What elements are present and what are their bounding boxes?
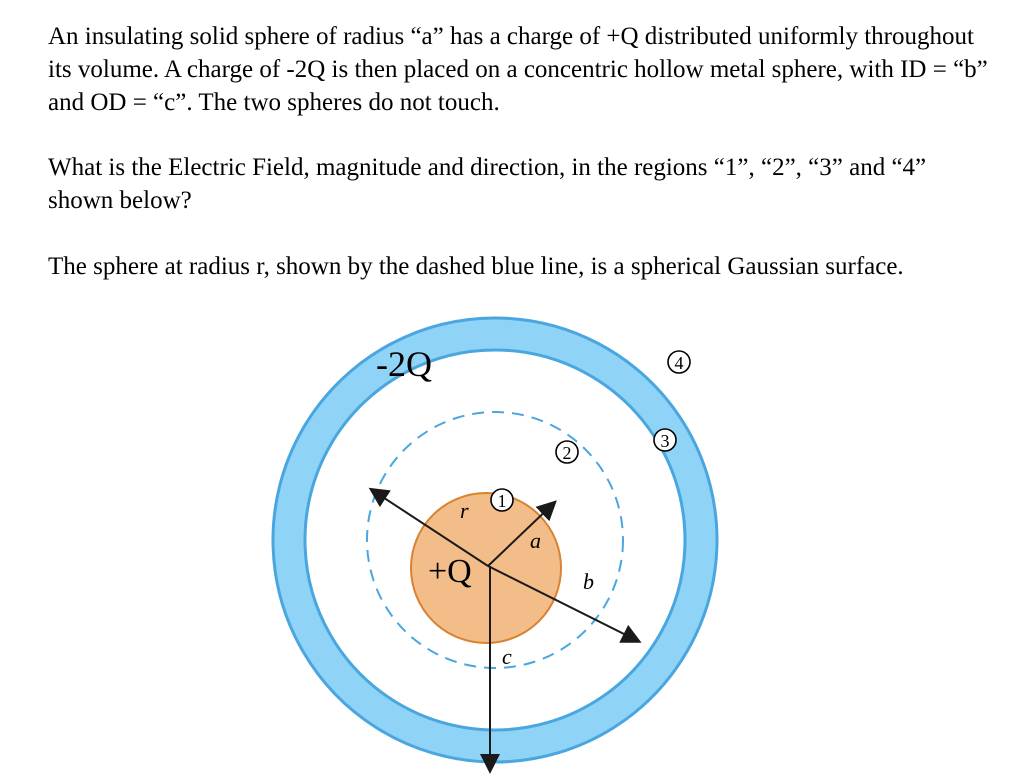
shell-charge-label: -2Q	[376, 344, 432, 384]
inner-charge-label: +Q	[428, 553, 472, 590]
region-4-marker: 4	[667, 350, 691, 374]
shell-inner-edge	[304, 349, 686, 731]
problem-paragraph-1: An insulating solid sphere of radius “a”…	[48, 23, 988, 116]
radius-r-label: r	[460, 498, 469, 523]
region-2-label: 2	[563, 443, 572, 463]
radius-b-label: b	[583, 569, 594, 594]
region-1-label: 1	[498, 491, 507, 511]
region-2-marker: 2	[555, 440, 579, 464]
problem-paragraph-2: What is the Electric Field, magnitude an…	[48, 154, 927, 214]
radius-a-arrow	[487, 500, 557, 567]
problem-paragraph-3: The sphere at radius r, shown by the das…	[48, 253, 904, 280]
radius-c-label: c	[502, 644, 512, 669]
radius-a-label: a	[530, 528, 541, 553]
inner-charged-sphere	[410, 492, 562, 644]
radius-b-arrow	[487, 565, 642, 643]
metal-shell	[271, 316, 719, 764]
region-1-marker: 1	[490, 488, 514, 512]
region-4-label: 4	[675, 353, 684, 373]
gaussian-surface	[366, 411, 624, 669]
radius-r-arrow	[368, 487, 489, 567]
region-3-marker: 3	[653, 428, 677, 452]
region-3-label: 3	[661, 431, 670, 451]
